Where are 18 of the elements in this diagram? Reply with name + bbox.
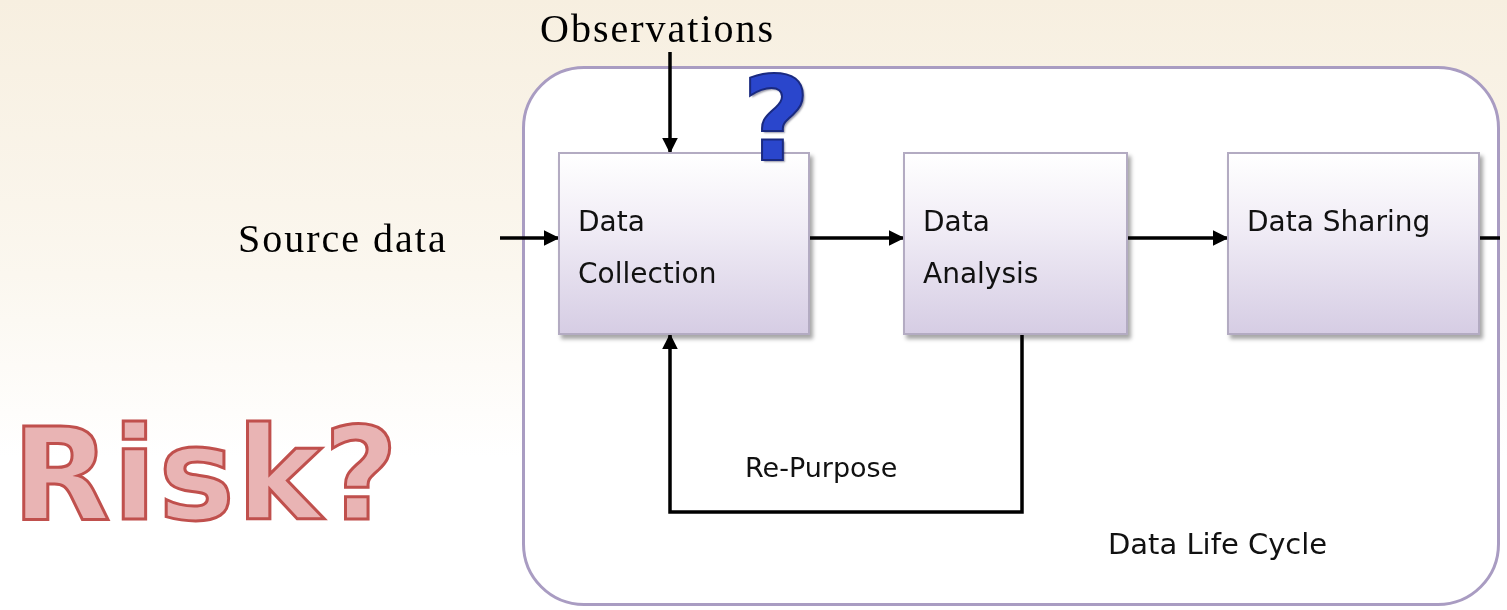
connector-line — [1480, 236, 1500, 240]
arrow — [662, 333, 1024, 514]
process-box — [1227, 152, 1480, 335]
arrow — [1128, 230, 1229, 246]
arrow — [810, 230, 905, 246]
arrow — [662, 52, 678, 154]
process-box — [903, 152, 1128, 335]
box-label: Data Sharing — [1247, 204, 1432, 240]
input-label: Observations — [540, 4, 776, 52]
box-label: Data Collection — [578, 204, 718, 292]
cycle-label: Data Life Cycle — [1108, 527, 1328, 561]
arrow — [500, 230, 560, 246]
risk-text: Risk? — [12, 400, 400, 549]
cycle-frame — [522, 66, 1500, 606]
box-label: Data Analysis — [923, 204, 1040, 292]
question-mark: ? — [742, 60, 811, 178]
input-label: Source data — [238, 214, 448, 262]
edge-label: Re-Purpose — [745, 452, 898, 483]
